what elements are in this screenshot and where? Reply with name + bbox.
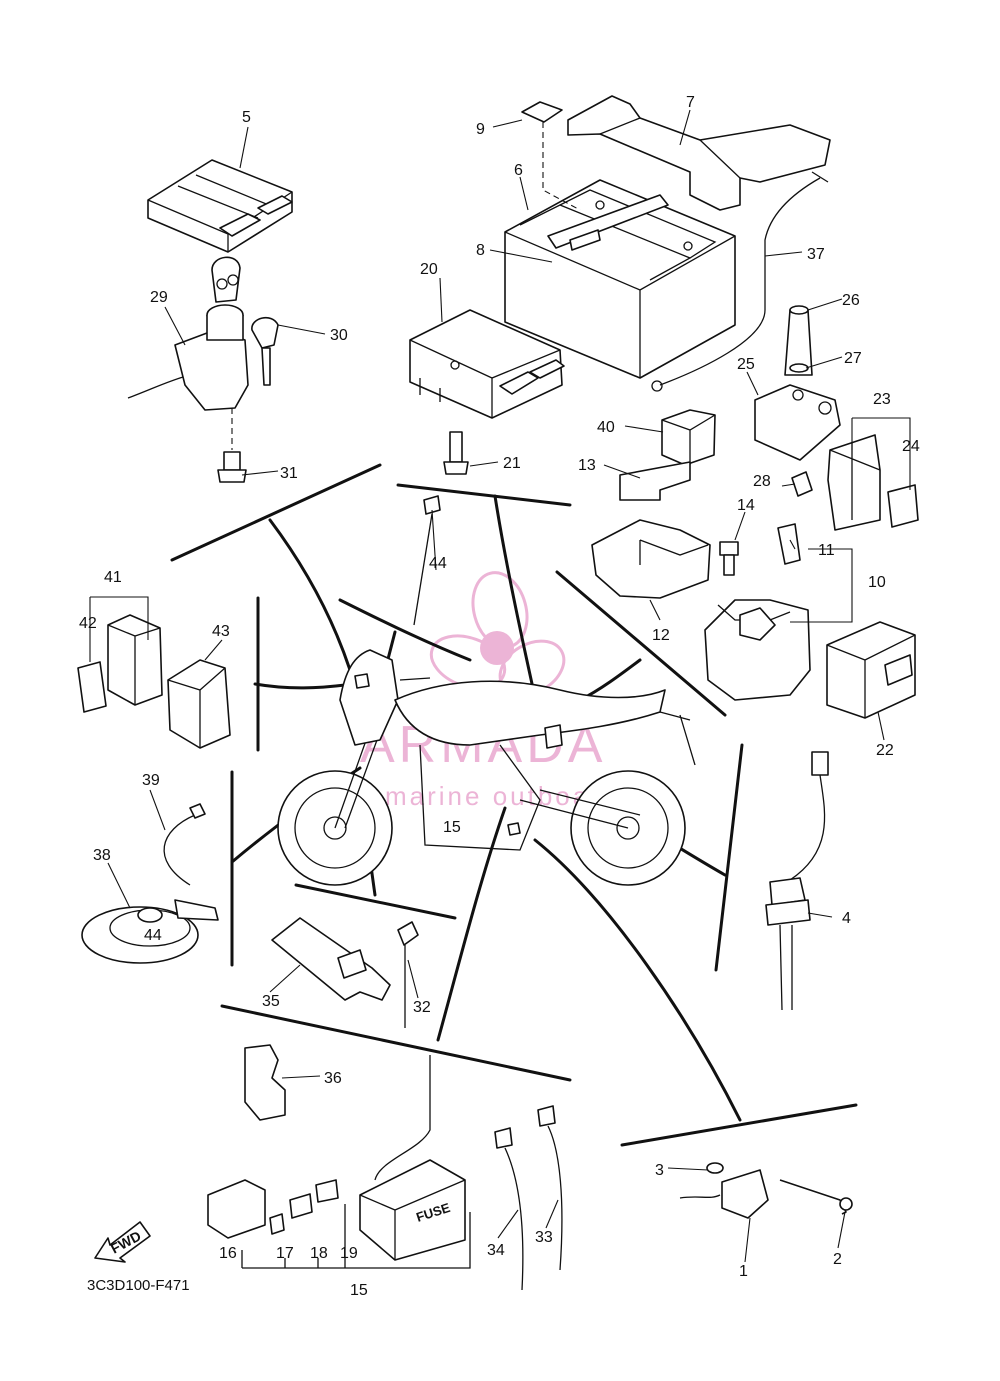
label-part-4: 4 [842,910,851,927]
label-part-35: 35 [262,993,280,1010]
part-labels: 1 2 3 4 5 6 7 8 9 10 11 12 13 14 15 15 1… [79,94,920,1299]
label-part-25: 25 [737,356,755,373]
label-part-33: 33 [535,1229,553,1246]
label-part-3: 3 [655,1162,664,1179]
label-part-38: 38 [93,847,111,864]
label-part-24: 24 [902,438,920,455]
fuse-box-assembly: FUSE [207,1044,471,1269]
cable-ties [413,495,563,1291]
label-part-39: 39 [142,772,160,789]
label-part-29: 29 [150,289,168,306]
relay-unit [409,309,565,475]
starter-relay-cover [591,461,916,719]
label-part-11: 11 [818,542,835,559]
motorcycle-outline [277,649,696,886]
fuse-cover-and-band [271,917,419,1028]
sidestand-switch [679,1162,853,1219]
callout-lines [170,463,858,1147]
label-part-6: 6 [514,162,523,179]
label-part-1: 1 [739,1263,748,1280]
label-part-22: 22 [876,742,894,759]
label-part-12: 12 [652,627,670,644]
neutral-switch [765,751,829,1011]
label-part-44: 44 [429,555,447,572]
horn-assembly: 44 [81,803,219,964]
main-switch-assembly [127,256,279,483]
label-part-17: 17 [276,1245,294,1262]
relays-left [77,614,231,749]
label-part-42: 42 [79,615,97,632]
label-part-21: 21 [503,455,521,472]
label-part-37: 37 [807,246,825,263]
label-part-28: 28 [753,473,771,490]
label-part-19: 19 [340,1245,358,1262]
starter-relay-group [661,305,919,531]
battery-assembly [504,95,831,392]
label-part-10: 10 [868,574,886,591]
label-part-36: 36 [324,1070,342,1087]
leader-lines [89,109,911,1263]
drawing-number: 3C3D100-F471 [87,1277,190,1294]
label-part-30: 30 [330,327,348,344]
horn-mark: 44 [144,927,162,944]
label-part-15-fusebox: 15 [350,1282,368,1299]
label-part-20: 20 [420,261,438,278]
label-part-23: 23 [873,391,891,408]
label-part-5: 5 [242,109,251,126]
label-part-41: 41 [104,569,122,586]
label-part-2: 2 [833,1251,842,1268]
fwd-arrow-icon: FWD [94,1221,151,1263]
label-part-43: 43 [212,623,230,640]
label-part-40: 40 [597,419,615,436]
label-part-31: 31 [280,465,298,482]
label-part-14: 14 [737,497,755,514]
label-part-15-main: 15 [443,819,461,836]
label-part-16: 16 [219,1245,237,1262]
label-part-7: 7 [686,94,695,111]
label-part-32: 32 [413,999,431,1016]
label-part-8: 8 [476,242,485,259]
label-part-34: 34 [487,1242,505,1259]
label-part-9: 9 [476,121,485,138]
label-part-13: 13 [578,457,596,474]
label-part-27: 27 [844,350,862,367]
ecu-unit [147,159,293,253]
label-part-18: 18 [310,1245,328,1262]
label-part-26: 26 [842,292,860,309]
